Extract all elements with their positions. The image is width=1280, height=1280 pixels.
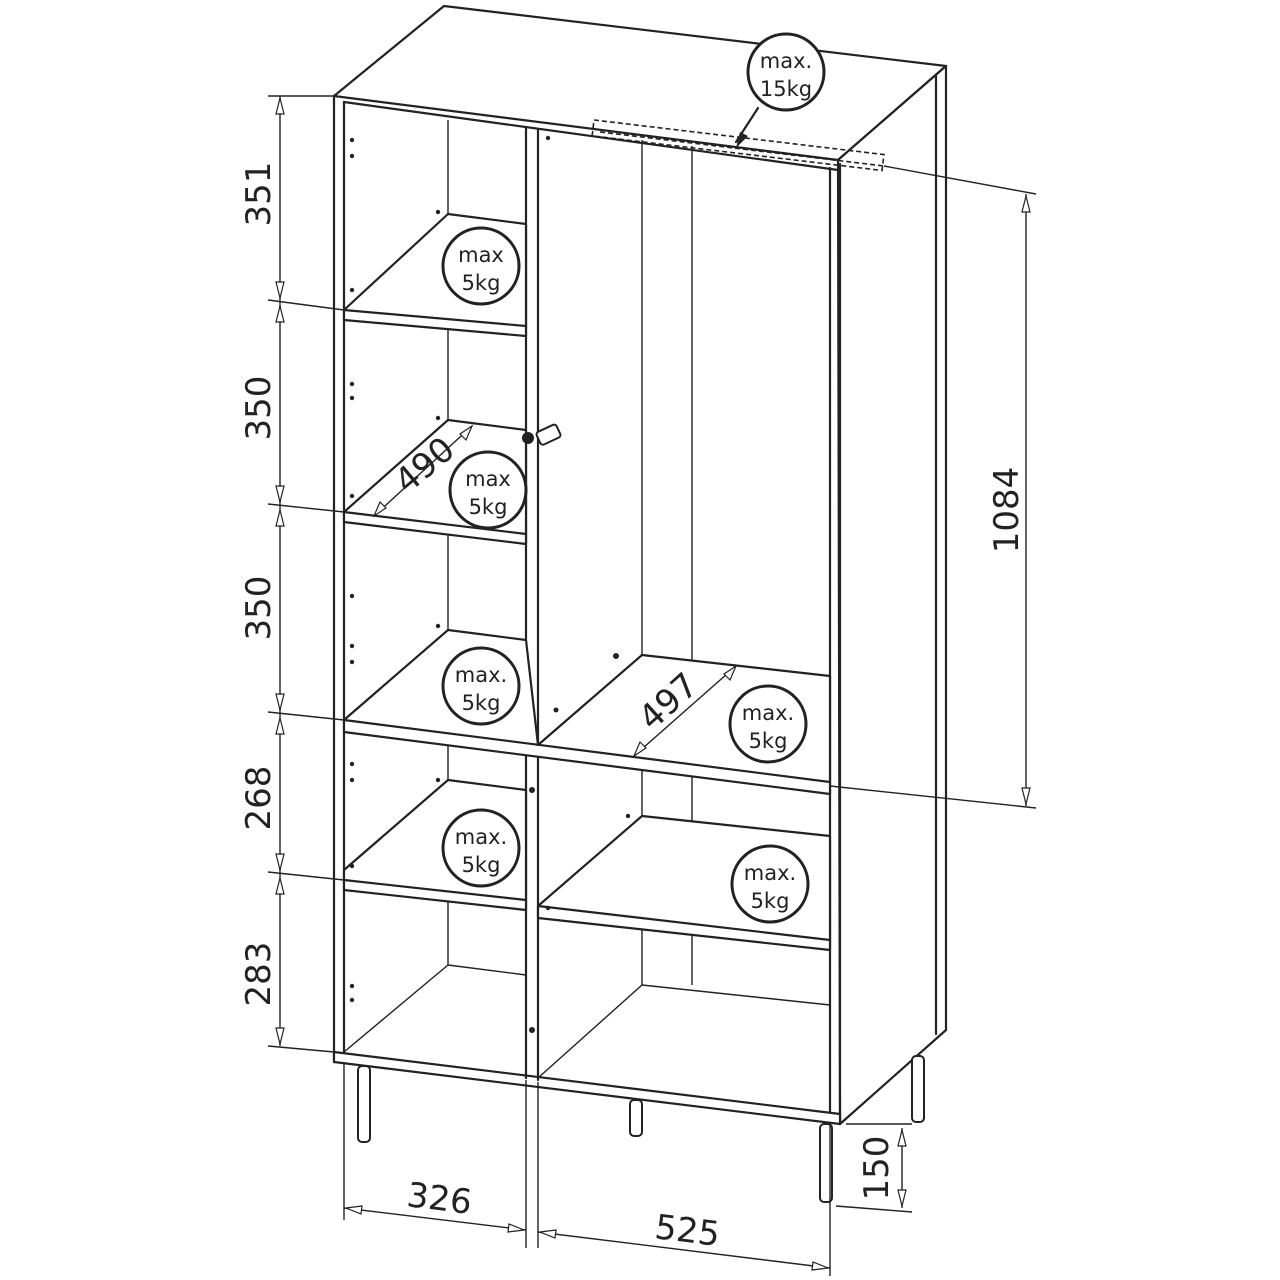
load-badge-shelf-2: max 5kg — [448, 450, 528, 530]
left-shelves — [342, 212, 528, 912]
shelf-pin-holes — [349, 135, 631, 1033]
rail-load-badge: max. 15kg — [734, 32, 826, 148]
rail-load-line1: max. — [760, 49, 812, 73]
hanging-height-dimension: 1084 — [829, 165, 1037, 809]
dim-283: 283 — [239, 942, 279, 1007]
badge-line2: 5kg — [751, 889, 790, 913]
dim-525: 525 — [653, 1207, 722, 1255]
compartment-dimensions: 351 350 350 268 283 — [239, 95, 345, 1053]
badge-line2: 5kg — [462, 271, 501, 295]
legs — [357, 1055, 925, 1203]
dim-350-upper: 350 — [239, 376, 279, 441]
dim-1084: 1084 — [987, 467, 1027, 554]
cabinet-outline — [332, 4, 948, 1126]
width-dimensions: 326 525 — [343, 1062, 831, 1276]
badge-line2: 5kg — [469, 495, 508, 519]
dim-150: 150 — [857, 1136, 897, 1201]
badge-line1: max — [465, 467, 511, 491]
load-badge-shelf-4: max. 5kg — [441, 808, 521, 888]
badge-line2: 5kg — [749, 729, 788, 753]
dim-350-lower: 350 — [239, 576, 279, 641]
load-badge-shelf-3: max. 5kg — [441, 646, 521, 726]
shelf-load-badges: max 5kg max 5kg max. 5kg max. 5kg max. 5… — [441, 226, 810, 924]
dim-351: 351 — [239, 162, 279, 227]
dim-326: 326 — [405, 1175, 474, 1223]
badge-line1: max. — [455, 663, 507, 687]
badge-line2: 5kg — [462, 853, 501, 877]
load-badge-shelf-1: max 5kg — [441, 226, 521, 306]
badge-line1: max. — [744, 861, 796, 885]
load-badge-right-shelf: max. 5kg — [730, 844, 810, 924]
handle-icon — [522, 423, 562, 446]
rail-load-line2: 15kg — [760, 77, 812, 101]
dim-268: 268 — [239, 766, 279, 831]
badge-line1: max. — [742, 701, 794, 725]
leg-height-dimension: 150 — [835, 1123, 913, 1213]
badge-line1: max — [458, 243, 504, 267]
badge-line1: max. — [455, 825, 507, 849]
badge-line2: 5kg — [462, 691, 501, 715]
load-badge-rail-shelf: max. 5kg — [728, 684, 808, 764]
